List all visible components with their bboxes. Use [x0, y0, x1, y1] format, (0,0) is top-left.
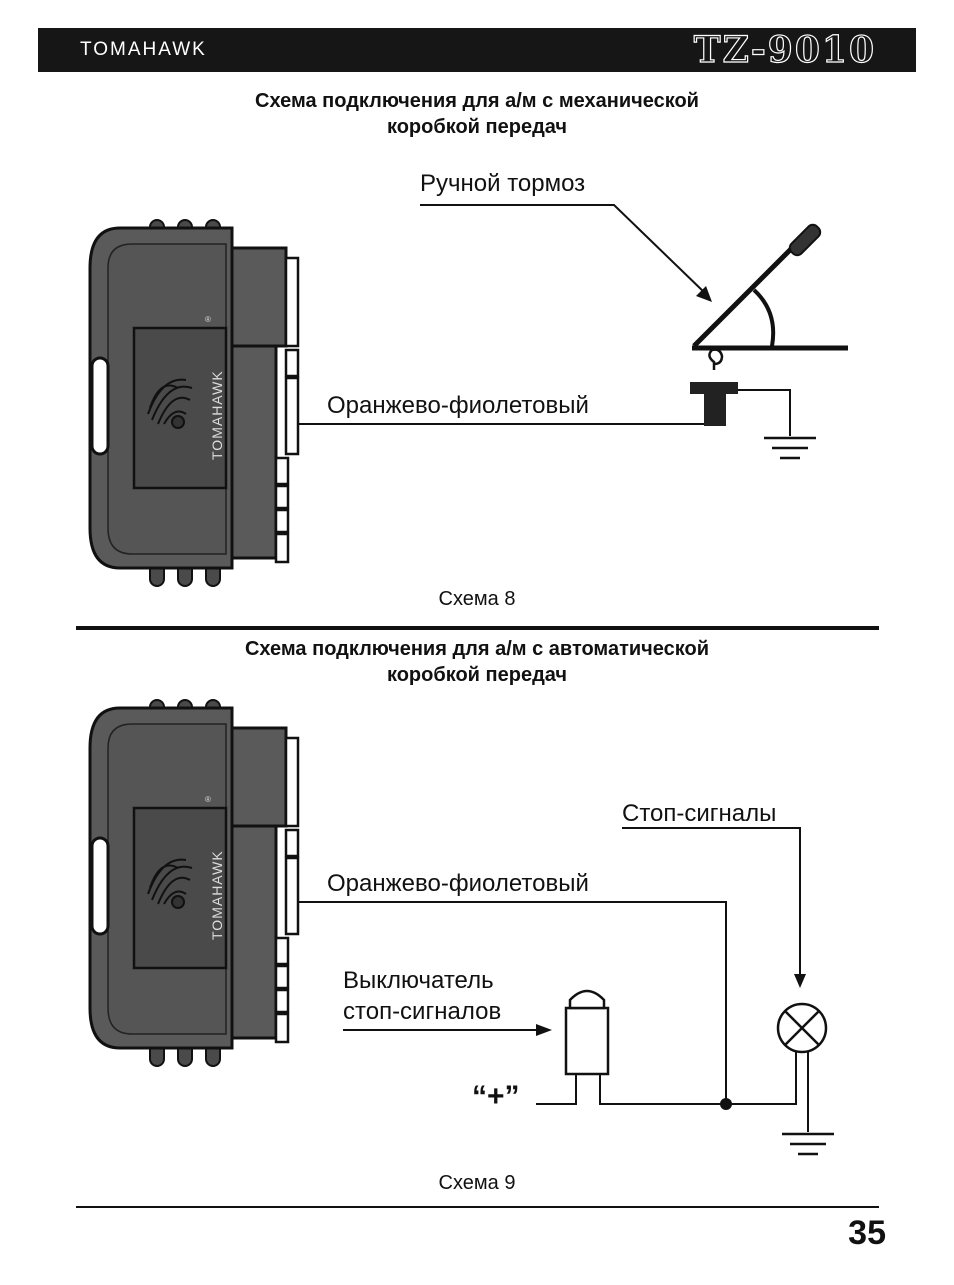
- handbrake-label: Ручной тормоз: [420, 170, 586, 197]
- diagram8-title: Схема подключения для а/м с механической…: [0, 88, 954, 140]
- diagram9-title-line2: коробкой передач: [386, 664, 568, 686]
- device2-brand-text: TOMAHAWK: [209, 850, 225, 940]
- device-unit-2: [88, 698, 300, 1068]
- diagram8-ground-symbol: [764, 436, 816, 460]
- handbrake-grip: [788, 223, 822, 257]
- header-bar: TOMAHAWK TZ-9010: [38, 28, 916, 72]
- switch-output-leg: [599, 1074, 766, 1105]
- stop-lamp: [776, 1002, 828, 1054]
- switch-spring: [708, 348, 724, 370]
- diagram9-wire: [298, 901, 727, 1104]
- diagram8-title-line1: Схема подключения для а/м с механической: [255, 90, 699, 112]
- lamp-cross-b: [784, 1010, 820, 1046]
- diagram8-ground-wire: [738, 389, 791, 436]
- diagram8-title-line2: коробкой передач: [386, 116, 568, 138]
- device1-brand-text: TOMAHAWK: [209, 370, 225, 460]
- stoplights-pointer: [622, 827, 801, 978]
- brake-switch-body: [564, 1006, 610, 1076]
- section-divider: [76, 626, 879, 630]
- device2-registered-mark: ®: [205, 795, 211, 804]
- switch-label-line2: стоп-сигналов: [343, 998, 502, 1025]
- page-number: 35: [848, 1214, 886, 1252]
- stoplights-label: Стоп-сигналы: [622, 800, 777, 827]
- switch-plus-leg: [536, 1074, 577, 1105]
- diagram9-title: Схема подключения для а/м с автоматическ…: [0, 636, 954, 688]
- lamp-feed-wire: [766, 1052, 797, 1105]
- device1-registered-mark: ®: [205, 315, 211, 324]
- handbrake-arc: [752, 288, 776, 347]
- diagram9-caption: Схема 9: [438, 1172, 516, 1194]
- brake-switch-button: [568, 989, 606, 1010]
- handbrake-arrowhead: [696, 286, 712, 302]
- switch-label-line1: Выключатель: [343, 967, 494, 994]
- diagram9-wire-label: Оранжево-фиолетовый: [327, 870, 589, 897]
- diagram8-wire-label: Оранжево-фиолетовый: [327, 392, 589, 419]
- stoplights-arrowhead: [794, 974, 806, 988]
- wire-junction: [720, 1098, 732, 1110]
- handbrake-pointer: [420, 204, 707, 295]
- diagram8-caption: Схема 8: [438, 588, 516, 610]
- handbrake-lever: [692, 238, 802, 348]
- switch-arrowhead: [536, 1024, 552, 1036]
- header-model: TZ-9010: [693, 28, 876, 71]
- header-brand: TOMAHAWK: [80, 39, 207, 60]
- diagram9-title-line1: Схема подключения для а/м с автоматическ…: [244, 638, 710, 660]
- plus-label: “+”: [472, 1080, 520, 1113]
- footer-rule: [76, 1206, 879, 1208]
- diagram9-ground-symbol: [782, 1132, 834, 1156]
- device-unit-1: [88, 218, 300, 588]
- handbrake-switch: [690, 382, 738, 426]
